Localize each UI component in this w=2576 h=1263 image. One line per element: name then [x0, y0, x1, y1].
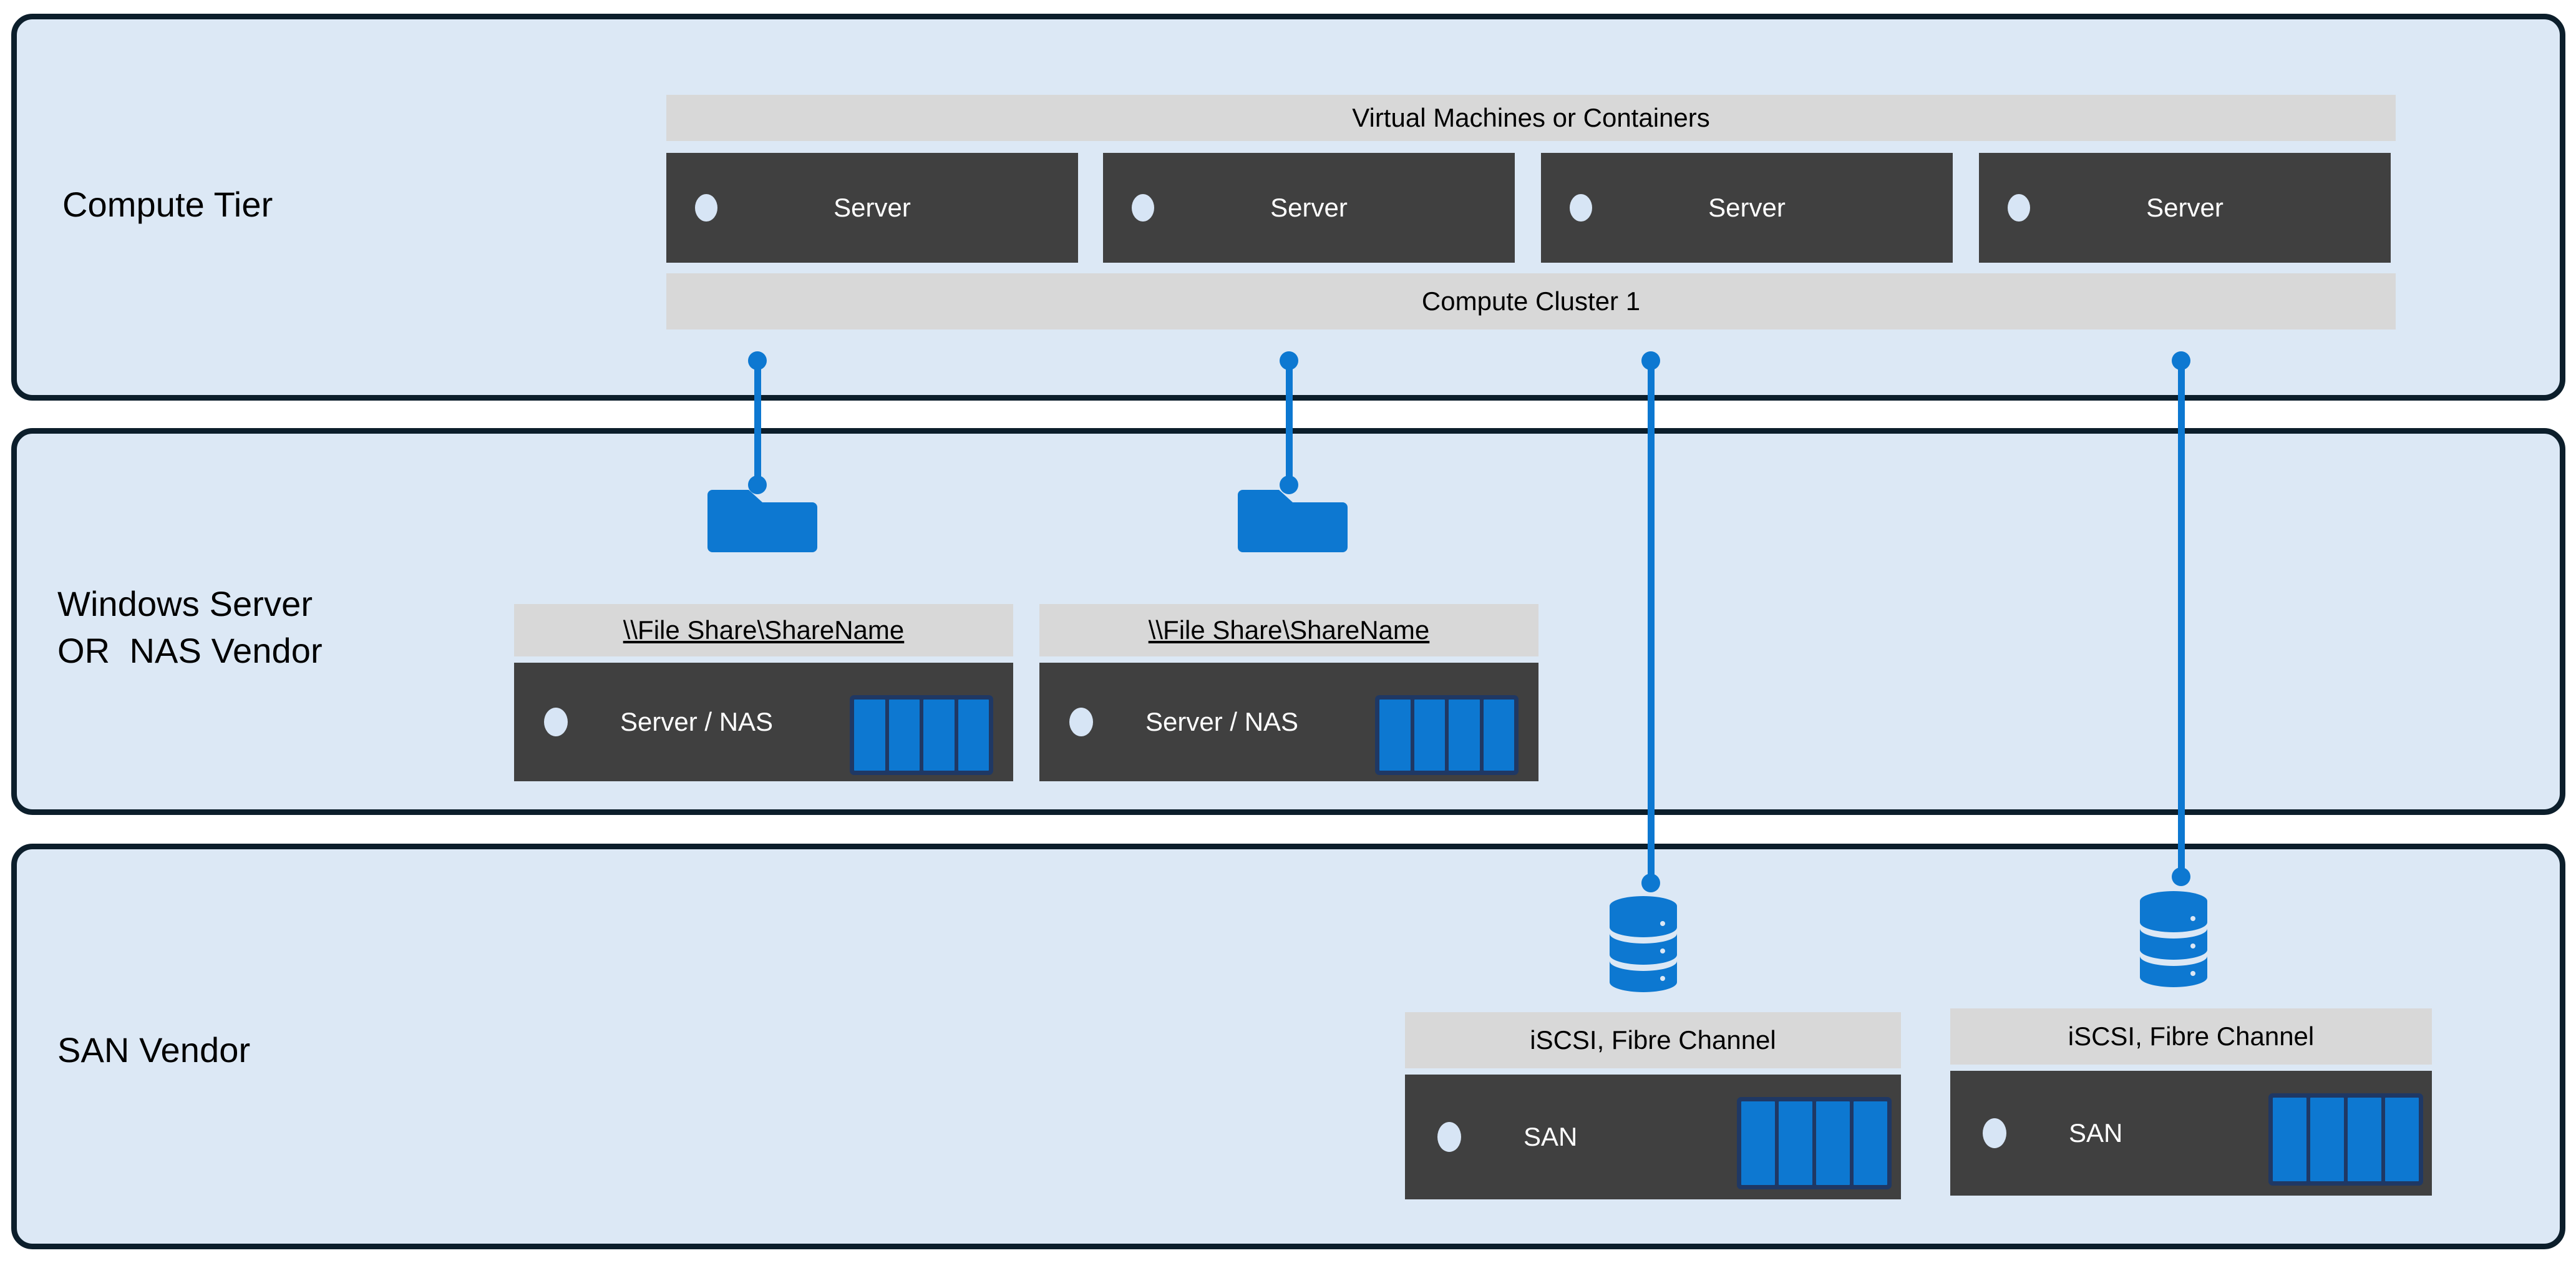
connector-line-server4-sanunit2 [2178, 361, 2185, 877]
san-unit-1-protocol-band: iSCSI, Fibre Channel [1405, 1012, 1901, 1068]
disk-bay [1741, 1101, 1775, 1185]
disk-bay [1449, 700, 1480, 771]
disk-bay [1816, 1101, 1850, 1185]
disk-bay [2348, 1098, 2381, 1181]
folder-icon [705, 484, 817, 552]
file-unit-1-disk-array [850, 695, 993, 775]
san-unit-1-device[interactable]: SAN [1405, 1075, 1901, 1199]
connector-dot-start [1280, 351, 1298, 370]
compute-bottom-band: Compute Cluster 1 [666, 273, 2396, 329]
compute-server-4[interactable]: Server [1979, 153, 2391, 263]
disk-bay [1414, 700, 1445, 771]
connector-dot-end [1641, 874, 1660, 892]
compute-top-band: Virtual Machines or Containers [666, 95, 2396, 141]
file-unit-2-disk-array [1375, 695, 1519, 775]
connector-dot-end [2172, 867, 2190, 886]
disk-bay [923, 700, 955, 771]
connector-dot-end [1280, 475, 1298, 494]
compute-server-3-label: Server [1708, 193, 1786, 222]
san-unit-1-disk-array [1737, 1097, 1892, 1189]
disk-bay [958, 700, 989, 771]
disk-bay [1379, 700, 1411, 771]
database-cylinder-icon [1605, 891, 1682, 995]
connector-dot-end [748, 475, 767, 494]
disk-bay [1779, 1101, 1812, 1185]
status-led-icon [1069, 708, 1093, 736]
disk-bay [854, 700, 885, 771]
compute-server-3[interactable]: Server [1541, 153, 1953, 263]
connector-line-server1-fileunit1 [754, 361, 761, 485]
san-unit-2-device[interactable]: SAN [1950, 1071, 2432, 1196]
disk-bay [2310, 1098, 2344, 1181]
connector-line-server2-fileunit2 [1286, 361, 1293, 485]
folder-icon [1235, 484, 1348, 552]
connector-dot-start [748, 351, 767, 370]
status-led-icon [1437, 1122, 1461, 1152]
status-led-icon [1570, 194, 1592, 222]
compute-server-2-label: Server [1270, 193, 1348, 222]
compute-server-1[interactable]: Server [666, 153, 1078, 263]
file-unit-1-device-label: Server / NAS [620, 707, 774, 736]
san-unit-2-device-label: SAN [2069, 1118, 2123, 1148]
compute-server-2[interactable]: Server [1103, 153, 1515, 263]
compute-server-4-label: Server [2146, 193, 2224, 222]
status-led-icon [1983, 1118, 2006, 1148]
disk-bay [2385, 1098, 2419, 1181]
tier-san-label: SAN Vendor [57, 1030, 251, 1070]
disk-bay [2273, 1098, 2306, 1181]
file-unit-1-share-band: \\File Share\ShareName [514, 604, 1013, 656]
status-led-icon [544, 708, 568, 736]
database-cylinder-icon [2135, 886, 2212, 990]
status-led-icon [1132, 194, 1154, 222]
file-unit-2-device-label: Server / NAS [1145, 707, 1299, 736]
file-unit-1-device[interactable]: Server / NAS [514, 663, 1013, 781]
tier-file-storage-label: Windows Server OR NAS Vendor [57, 584, 323, 671]
disk-bay [1854, 1101, 1887, 1185]
file-unit-2-share-band: \\File Share\ShareName [1039, 604, 1538, 656]
san-unit-2-protocol-band: iSCSI, Fibre Channel [1950, 1008, 2432, 1065]
tier-compute-label: Compute Tier [62, 185, 273, 224]
disk-bay [1483, 700, 1514, 771]
connector-line-server3-sanunit1 [1648, 361, 1655, 884]
status-led-icon [2008, 194, 2030, 222]
compute-server-1-label: Server [834, 193, 911, 222]
disk-bay [888, 700, 920, 771]
connector-dot-start [1641, 351, 1660, 370]
san-unit-1-device-label: SAN [1524, 1122, 1578, 1151]
status-led-icon [695, 194, 717, 222]
san-unit-2-disk-array [2268, 1093, 2423, 1186]
file-unit-2-device[interactable]: Server / NAS [1039, 663, 1538, 781]
connector-dot-start [2172, 351, 2190, 370]
